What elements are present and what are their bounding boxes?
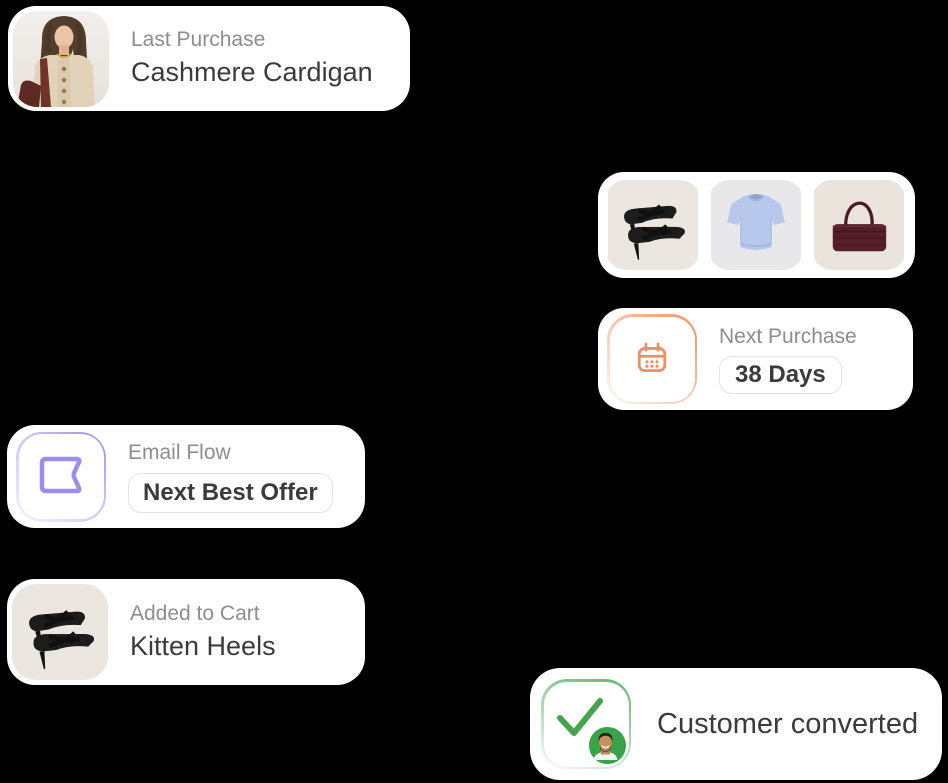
flag-icon — [39, 456, 82, 493]
kitten-heels-illustration — [12, 584, 108, 680]
smiling-man-avatar — [588, 726, 622, 764]
blue-knit-top-thumbnail — [709, 180, 803, 270]
email-flow-card[interactable]: Email Flow Next Best Offer — [7, 425, 365, 528]
checkmark-icon — [557, 697, 603, 736]
added-to-cart-label: Added to Cart — [130, 601, 260, 625]
cashmere-cardigan-photo — [13, 10, 109, 107]
flag-icon-tile — [16, 431, 106, 522]
customer-avatar — [586, 724, 628, 766]
kitten-heels-illustration — [608, 180, 698, 270]
email-flow-badge[interactable]: Next Best Offer — [128, 472, 333, 513]
customer-converted-card[interactable]: Customer converted — [530, 668, 942, 780]
next-purchase-badge[interactable]: 38 Days — [719, 356, 842, 395]
calendar-icon — [637, 342, 667, 373]
last-purchase-label: Last Purchase — [131, 28, 266, 52]
burgundy-bag-illustration — [814, 180, 904, 270]
kitten-heels-thumbnail — [606, 180, 700, 270]
woman-in-cardigan-illustration — [13, 10, 109, 107]
checkmark-icon-tile — [541, 679, 631, 769]
calendar-icon-tile — [607, 314, 697, 404]
email-flow-label: Email Flow — [128, 441, 231, 465]
next-purchase-card[interactable]: Next Purchase 38 Days — [598, 308, 913, 410]
customer-converted-label: Customer converted — [657, 707, 919, 740]
product-strip-card[interactable] — [598, 172, 915, 278]
kitten-heels-photo — [12, 584, 108, 680]
last-purchase-value: Cashmere Cardigan — [131, 57, 373, 88]
added-to-cart-card[interactable]: Added to Cart Kitten Heels — [7, 579, 365, 685]
last-purchase-card[interactable]: Last Purchase Cashmere Cardigan — [8, 6, 410, 111]
added-to-cart-value: Kitten Heels — [130, 630, 276, 661]
burgundy-bag-thumbnail — [812, 180, 906, 270]
blue-knit-top-illustration — [711, 180, 801, 270]
next-purchase-label: Next Purchase — [719, 324, 857, 348]
